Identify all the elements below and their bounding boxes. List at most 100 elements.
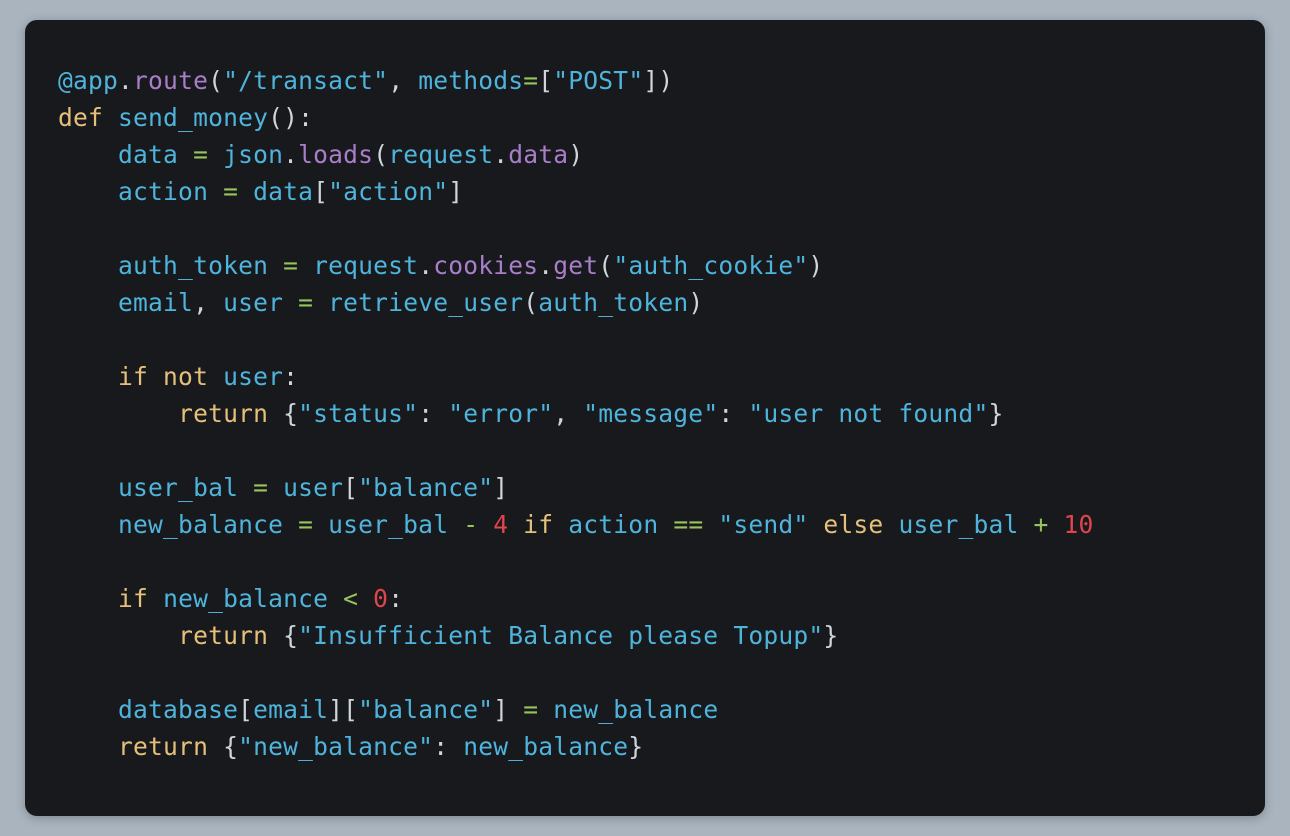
code-token: get bbox=[553, 251, 599, 280]
code-token: "user not found" bbox=[748, 399, 989, 428]
code-line bbox=[58, 210, 1094, 247]
code-token bbox=[58, 399, 178, 428]
code-token: user_bal bbox=[313, 510, 464, 539]
code-token: = bbox=[523, 66, 539, 95]
code-token: . bbox=[493, 140, 509, 169]
code-token: "status" bbox=[298, 399, 419, 428]
code-token: if bbox=[523, 510, 569, 539]
code-token: { bbox=[223, 732, 239, 761]
code-token bbox=[58, 288, 118, 317]
code-token: "message" bbox=[583, 399, 719, 428]
code-token: email bbox=[253, 695, 329, 724]
code-line: database[email]["balance"] = new_balance bbox=[58, 691, 1094, 728]
code-token: "auth_cookie" bbox=[613, 251, 809, 280]
code-token: data bbox=[508, 140, 569, 169]
code-token: [ bbox=[238, 695, 254, 724]
code-token: ]) bbox=[643, 66, 674, 95]
code-token: json bbox=[208, 140, 284, 169]
code-token: new_balance bbox=[163, 584, 344, 613]
code-token: request bbox=[388, 140, 494, 169]
code-token: ( bbox=[523, 288, 539, 317]
code-token: = bbox=[223, 177, 239, 206]
code-token bbox=[58, 177, 118, 206]
code-token bbox=[58, 584, 118, 613]
code-token: user_bal bbox=[118, 473, 254, 502]
code-token: = bbox=[283, 251, 299, 280]
code-line: def send_money(): bbox=[58, 99, 1094, 136]
code-token: : bbox=[433, 732, 464, 761]
code-line bbox=[58, 543, 1094, 580]
code-token: "POST" bbox=[553, 66, 644, 95]
code-token: new_balance bbox=[463, 732, 629, 761]
code-token bbox=[58, 732, 118, 761]
code-token bbox=[58, 251, 118, 280]
code-token: user bbox=[223, 288, 299, 317]
code-window: @app.route("/transact", methods=["POST"]… bbox=[25, 20, 1265, 816]
code-token: [ bbox=[538, 66, 554, 95]
code-token: "balance" bbox=[358, 473, 494, 502]
code-token: ] bbox=[493, 473, 509, 502]
code-token: "Insufficient Balance please Topup" bbox=[298, 621, 824, 650]
code-token: "new_balance" bbox=[238, 732, 434, 761]
code-token: "action" bbox=[328, 177, 449, 206]
code-token: ( bbox=[373, 140, 389, 169]
code-token bbox=[58, 362, 118, 391]
code-token: { bbox=[283, 399, 299, 428]
code-token: : bbox=[418, 399, 449, 428]
code-token: database bbox=[118, 695, 239, 724]
code-token: } bbox=[628, 732, 644, 761]
code-token: action bbox=[118, 177, 224, 206]
code-token: == bbox=[673, 510, 719, 539]
code-line: action = data["action"] bbox=[58, 173, 1094, 210]
code-token: = bbox=[523, 695, 539, 724]
code-token: { bbox=[283, 621, 299, 650]
code-token: "error" bbox=[448, 399, 554, 428]
code-token: . bbox=[283, 140, 299, 169]
code-line: return {"status": "error", "message": "u… bbox=[58, 395, 1094, 432]
code-token: data bbox=[238, 177, 314, 206]
code-token: "/transact" bbox=[223, 66, 389, 95]
code-line: new_balance = user_bal - 4 if action == … bbox=[58, 506, 1094, 543]
code-token: = bbox=[298, 288, 314, 317]
code-token: auth_token bbox=[538, 288, 689, 317]
code-token bbox=[58, 140, 118, 169]
code-token: . bbox=[418, 251, 434, 280]
code-token: send_money bbox=[118, 103, 269, 132]
code-token: def bbox=[58, 103, 119, 132]
code-token: "send" bbox=[718, 510, 824, 539]
code-token: user bbox=[268, 473, 344, 502]
code-line: auth_token = request.cookies.get("auth_c… bbox=[58, 247, 1094, 284]
code-token: ) bbox=[688, 288, 704, 317]
code-token: , bbox=[553, 399, 584, 428]
code-token: : bbox=[718, 399, 749, 428]
code-token: new_balance bbox=[118, 510, 299, 539]
code-token: methods bbox=[418, 66, 524, 95]
code-token: ( bbox=[208, 66, 224, 95]
code-token: if not bbox=[118, 362, 224, 391]
code-line: user_bal = user["balance"] bbox=[58, 469, 1094, 506]
code-token: [ bbox=[313, 177, 329, 206]
code-token: = bbox=[253, 473, 269, 502]
code-token bbox=[58, 510, 118, 539]
code-token: < bbox=[343, 584, 374, 613]
code-token: . bbox=[118, 66, 134, 95]
code-token: ) bbox=[568, 140, 584, 169]
code-token: return bbox=[178, 399, 284, 428]
code-token: "balance" bbox=[358, 695, 494, 724]
code-token: ][ bbox=[328, 695, 359, 724]
code-token: , bbox=[388, 66, 419, 95]
code-token: (): bbox=[268, 103, 314, 132]
code-block: @app.route("/transact", methods=["POST"]… bbox=[58, 62, 1094, 765]
code-line: if not user: bbox=[58, 358, 1094, 395]
code-token: return bbox=[178, 621, 284, 650]
code-line bbox=[58, 654, 1094, 691]
code-token: action bbox=[568, 510, 674, 539]
code-token: email bbox=[118, 288, 194, 317]
code-line: return {"new_balance": new_balance} bbox=[58, 728, 1094, 765]
code-token: ] bbox=[493, 695, 524, 724]
code-token: [ bbox=[343, 473, 359, 502]
code-token: } bbox=[823, 621, 839, 650]
code-token: cookies bbox=[433, 251, 539, 280]
code-token: request bbox=[298, 251, 419, 280]
code-token: loads bbox=[298, 140, 374, 169]
